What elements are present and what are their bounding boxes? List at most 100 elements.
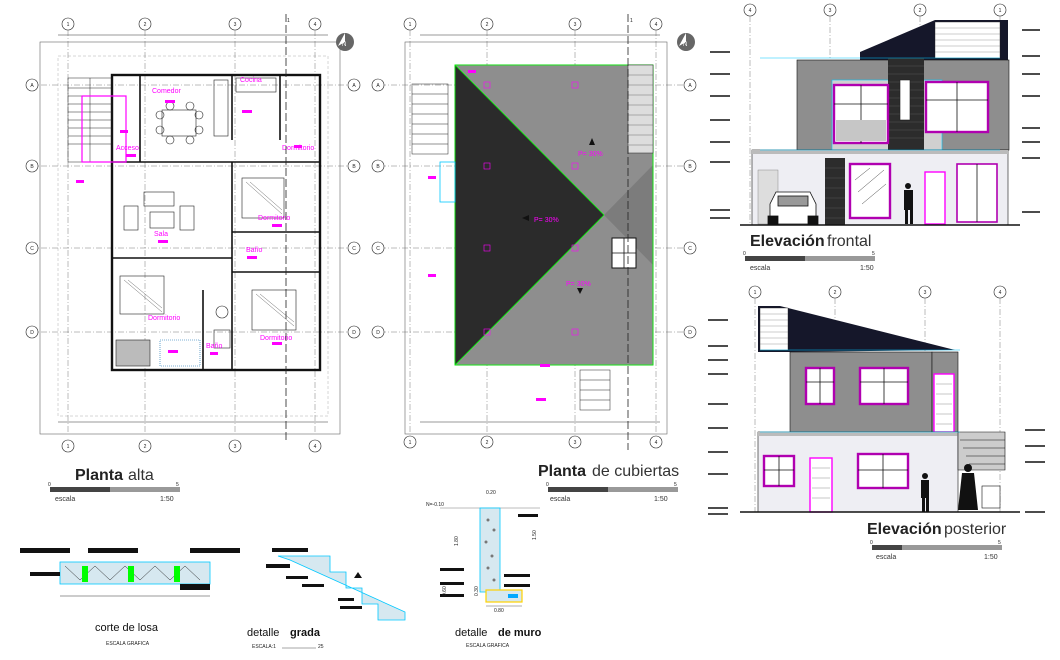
svg-text:5: 5 [872, 251, 875, 257]
muro-level: N=-0.10 [426, 502, 444, 508]
room-label-bano-1: Baño [246, 247, 262, 254]
elevacion-frontal-scale-ratio: 1:50 [860, 265, 874, 272]
svg-text:B: B [688, 164, 692, 170]
svg-text:0.80: 0.80 [494, 608, 504, 614]
planta-alta-title-block: Planta alta 0 5 escala 1:50 [48, 467, 180, 503]
grid-col-2-bottom: 2 [144, 444, 147, 450]
svg-text:B: B [376, 164, 380, 170]
grid-row-a: A [30, 83, 34, 89]
svg-text:4: 4 [999, 290, 1002, 296]
grid-col-1: 1 [67, 22, 70, 28]
svg-text:5: 5 [998, 540, 1001, 546]
grid-row-d-right: D [352, 330, 356, 336]
room-label-dormitorio-3: Dormitorio [260, 335, 292, 342]
svg-text:3: 3 [574, 22, 577, 28]
roof-slope-label-2: P= 30% [534, 217, 559, 224]
person-figure-icon [904, 183, 913, 224]
elevacion-frontal-title-bold: Elevación [750, 233, 825, 250]
muro-subtitle: ESCALA GRAFICA [466, 643, 510, 649]
svg-text:N: N [683, 42, 687, 48]
grid-col-3: 3 [234, 22, 237, 28]
grid-row-b-right: B [352, 164, 356, 170]
planta-cubiertas-title-light: de cubiertas [592, 463, 679, 480]
svg-text:25: 25 [318, 644, 324, 650]
svg-text:0: 0 [48, 482, 51, 488]
elevacion-posterior-scale-ratio: 1:50 [984, 554, 998, 561]
grid-row-a-right: A [352, 83, 356, 89]
svg-text:A: A [688, 83, 692, 89]
planta-alta-grid-bubbles [25, 17, 361, 453]
slope-arrow-icon [589, 138, 595, 145]
car-icon [767, 191, 819, 226]
planta-alta-title-bold: Planta [75, 467, 123, 484]
north-arrow-icon: N [677, 33, 695, 51]
svg-text:0: 0 [546, 482, 549, 488]
room-label-dormitorio-4: Dormitorio [282, 145, 314, 152]
svg-text:3: 3 [574, 440, 577, 446]
elevacion-frontal-title-block: Elevación frontal 0 5 escala 1:50 [743, 233, 875, 272]
svg-text:1.80: 1.80 [454, 536, 460, 546]
room-label-cocina: Cocina [240, 77, 262, 84]
svg-text:1: 1 [409, 440, 412, 446]
svg-text:2: 2 [486, 440, 489, 446]
roof-slope-label-3: P= 30% [566, 281, 591, 288]
detalle-grada: detalle grada ESCALA:1 25 [247, 548, 406, 650]
elevacion-frontal-scale-label: escala [750, 265, 770, 272]
svg-text:4: 4 [749, 8, 752, 14]
section-cut-mark: 1 [287, 18, 290, 24]
planta-cubiertas-grid-bubbles [371, 17, 697, 449]
person-figure-icon [921, 464, 978, 512]
roof-slope-label-1: P= 30% [578, 151, 603, 158]
elevacion-posterior-title-block: Elevación posterior 0 5 escala 1:50 [867, 521, 1007, 561]
elevacion-frontal-title-light: frontal [827, 233, 871, 250]
svg-text:1: 1 [754, 290, 757, 296]
losa-subtitle: ESCALA GRAFICA [106, 641, 150, 647]
grid-row-c: C [30, 246, 34, 252]
room-label-dormitorio-1: Dormitorio [258, 215, 290, 222]
room-label-acceso: Acceso [116, 145, 139, 152]
grid-row-c-right: C [352, 246, 356, 252]
svg-text:0.60: 0.60 [442, 586, 448, 596]
room-label-sala: Sala [154, 231, 168, 238]
planta-alta-scale-label: escala [55, 496, 75, 503]
svg-text:1.50: 1.50 [532, 530, 538, 540]
svg-text:5: 5 [176, 482, 179, 488]
grid-col-3-bottom: 3 [234, 444, 237, 450]
svg-text:D: D [688, 330, 692, 336]
svg-text:4: 4 [655, 440, 658, 446]
muro-title-b: de muro [498, 627, 542, 639]
svg-text:N: N [342, 42, 346, 48]
grid-col-1-bottom: 1 [67, 444, 70, 450]
planta-alta-scale-ratio: 1:50 [160, 496, 174, 503]
elevacion-posterior-title-light: posterior [944, 521, 1007, 538]
svg-text:1: 1 [630, 18, 633, 24]
planta-cubiertas-scale-ratio: 1:50 [654, 496, 668, 503]
grid-row-b: B [30, 164, 34, 170]
grid-col-4-bottom: 4 [314, 444, 317, 450]
svg-text:2: 2 [486, 22, 489, 28]
planta-alta-title-light: alta [128, 467, 154, 484]
svg-text:1: 1 [409, 22, 412, 28]
svg-text:2: 2 [834, 290, 837, 296]
grada-subtitle: ESCALA:1 [252, 644, 276, 650]
planta-cubiertas-title-block: Planta de cubiertas 0 5 escala 1:50 [538, 463, 679, 503]
elevacion-posterior-scale-label: escala [876, 554, 896, 561]
svg-text:3: 3 [924, 290, 927, 296]
planta-cubiertas-scale-label: escala [550, 496, 570, 503]
svg-text:C: C [376, 246, 380, 252]
grada-title-b: grada [290, 627, 321, 639]
svg-text:0: 0 [743, 251, 746, 257]
svg-text:0.30: 0.30 [474, 586, 480, 596]
room-label-dormitorio-2: Dormitorio [148, 315, 180, 322]
svg-text:4: 4 [655, 22, 658, 28]
elevacion-posterior-drawing: 1 2 3 4 [708, 285, 1045, 515]
losa-title: corte de losa [95, 622, 159, 634]
svg-text:5: 5 [674, 482, 677, 488]
grada-title-a: detalle [247, 627, 279, 639]
svg-text:1: 1 [999, 8, 1002, 14]
detalle-corte-losa: corte de losa ESCALA GRAFICA [20, 548, 240, 647]
svg-text:D: D [376, 330, 380, 336]
